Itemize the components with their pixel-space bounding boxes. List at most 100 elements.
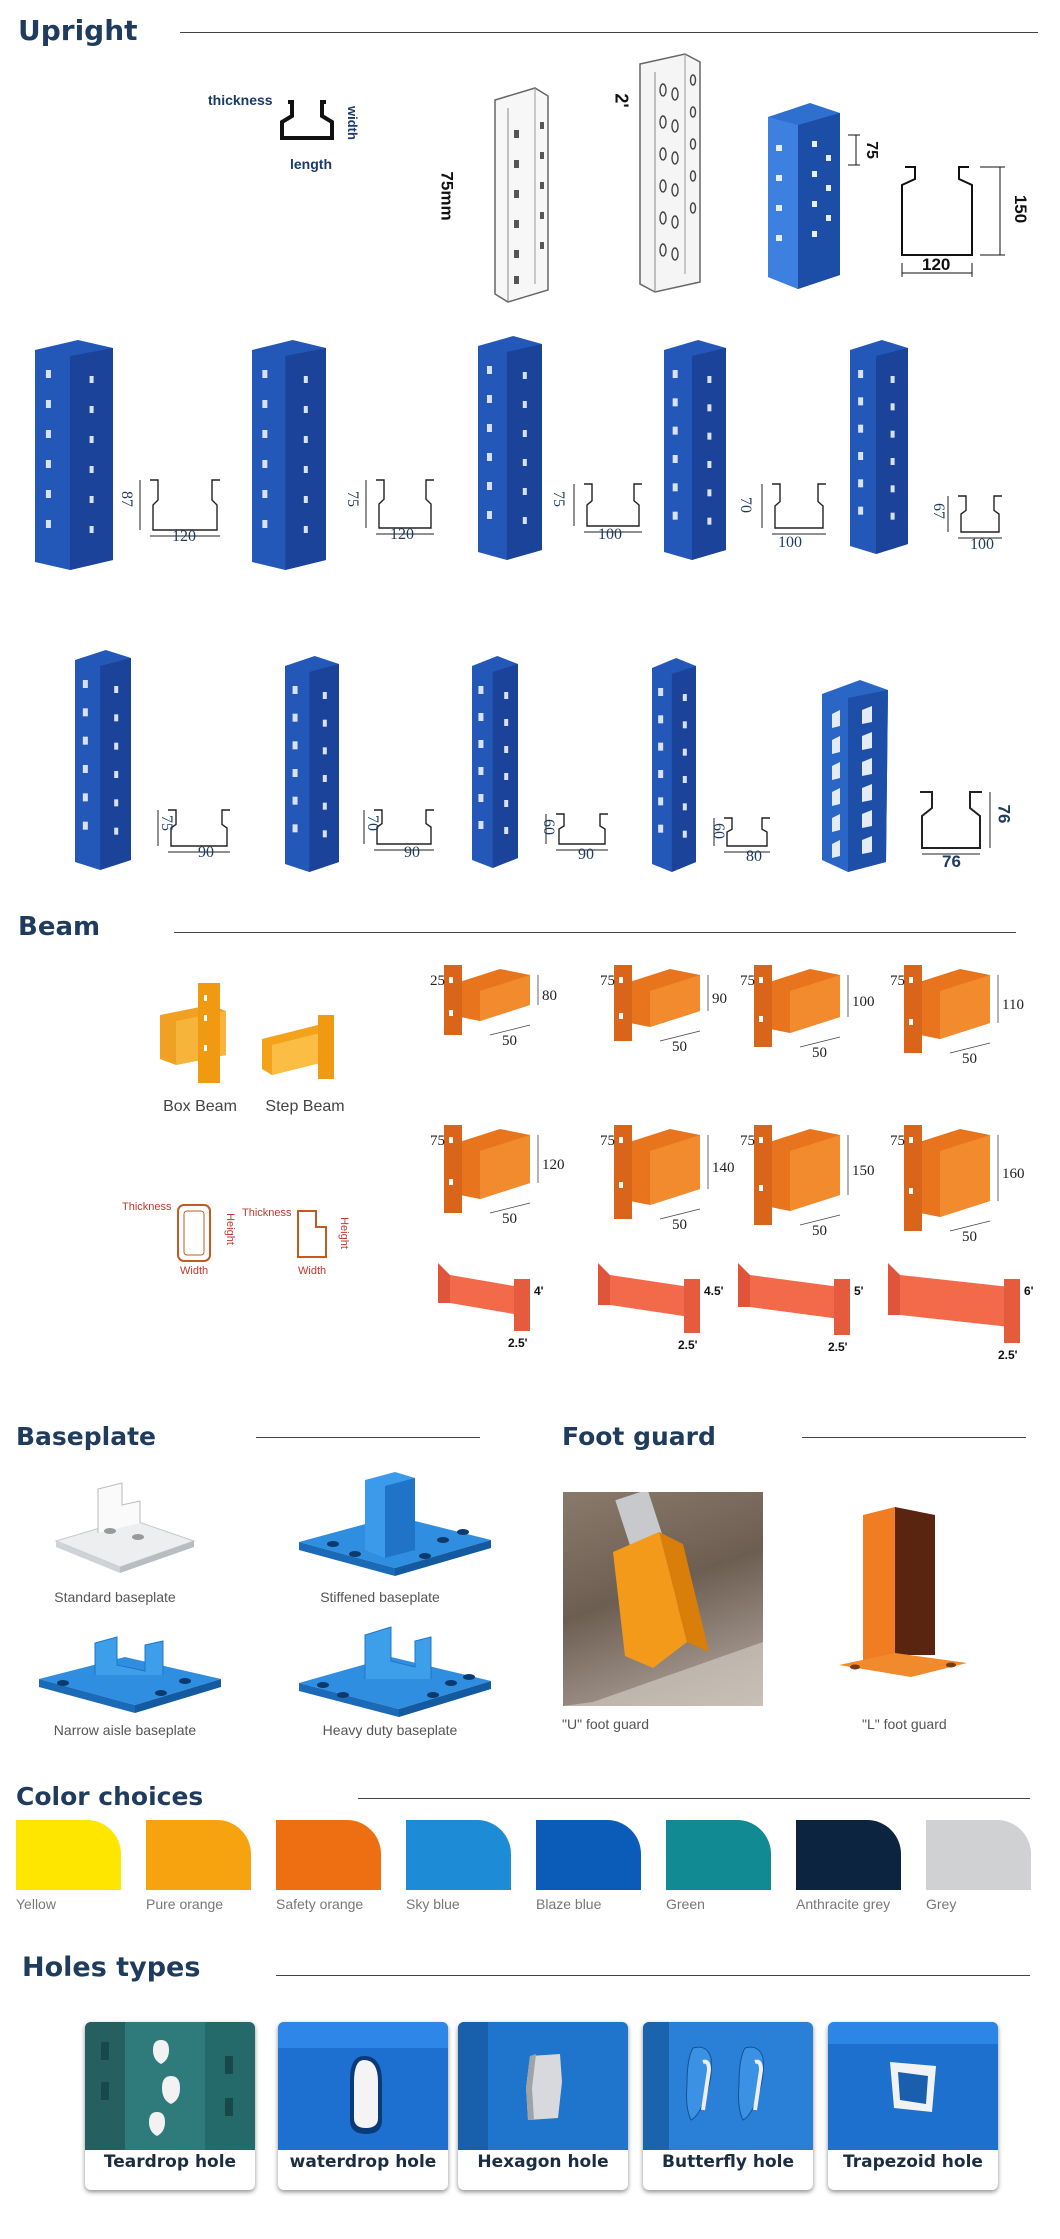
row2-profile-3 <box>713 817 770 853</box>
upright-white-75mm: 75mm <box>437 80 560 310</box>
row1-dim-w-3: 100 <box>778 534 802 551</box>
beam-row1-h-2: 100 <box>852 994 875 1010</box>
dim-side-75: 75 <box>862 141 880 159</box>
u-foot-guard-photo <box>563 1492 763 1706</box>
beam-row3-0: 4'2.5' <box>438 1263 544 1350</box>
row1-upright-3 <box>664 340 726 560</box>
row2-profile-4 <box>920 791 991 855</box>
holes-rule <box>276 1975 1030 1976</box>
hole-hexagon: Hexagon hole <box>458 2022 628 2190</box>
footguard-title: Foot guard <box>562 1422 716 1451</box>
beam-row3-2: 5' 2.5' <box>738 1263 864 1354</box>
hole-label-waterdrop: waterdrop hole <box>289 2152 437 2172</box>
upright-blue-150x120: 75 150 120 <box>760 95 1050 295</box>
row1-dim-h-3: 70 <box>737 497 754 513</box>
dim-height-150: 150 <box>1011 194 1031 224</box>
row1-profile-3 <box>761 483 826 535</box>
beam-profile-diagrams: Thickness Height Width Thickness Height … <box>120 1195 360 1285</box>
hole-label-butterfly: Butterfly hole <box>662 2152 794 2172</box>
heavy-duty-baseplate-image <box>295 1625 495 1725</box>
hole-label-hexagon: Hexagon hole <box>477 2152 609 2172</box>
row1-upright-4 <box>850 340 908 554</box>
footguard-rule <box>802 1437 1026 1438</box>
swatch-label: Sky blue <box>406 1896 460 1912</box>
swatch-label: Safety orange <box>276 1896 364 1912</box>
swatch-label: Anthracite grey <box>796 1896 891 1912</box>
beam-row3-w-3: 2.5' <box>998 1348 1018 1362</box>
beam-title: Beam <box>18 912 101 942</box>
row1-dim-w-1: 120 <box>390 526 414 543</box>
row1-dim-h-1: 75 <box>344 491 361 507</box>
swatch-yellow <box>16 1820 121 1890</box>
hole-label-trapezoid: Trapezoid hole <box>843 2152 983 2172</box>
hole-waterdrop: waterdrop hole <box>278 2022 448 2190</box>
beam-row2-w-3: 50 <box>962 1229 977 1245</box>
beam-profile-height-2: Height <box>337 1217 350 1249</box>
beam-row1-side-3: 75 <box>890 973 905 989</box>
hole-teardrop: Teardrop hole <box>85 2022 255 2190</box>
beam-variants: 8050259050751005075110507512050751405075… <box>430 965 1034 1362</box>
beam-row1-side-2: 75 <box>740 973 755 989</box>
beam-profile-width-2: Width <box>298 1265 327 1277</box>
beam-row2-h-1: 140 <box>712 1160 735 1176</box>
standard-baseplate-image <box>50 1475 200 1585</box>
row2-upright-1 <box>285 656 339 872</box>
beam-row1-2: 100 50 75 <box>740 965 875 1061</box>
beam-row1-w-2: 50 <box>812 1045 827 1061</box>
baseplate-label-standard: Standard baseplate <box>54 1589 176 1605</box>
row2-dim-h-0: 75 <box>158 815 175 831</box>
upright-row1: 87 120 75 120 75 100 70 100 67 100 <box>0 330 1060 580</box>
beam-row1-w-0: 50 <box>502 1033 517 1049</box>
swatch-label: Yellow <box>16 1896 56 1912</box>
row2-upright-2 <box>472 656 518 868</box>
row2-upright-0 <box>75 650 131 870</box>
beam-row1-h-1: 90 <box>712 991 727 1007</box>
swatch-label: Grey <box>926 1896 957 1912</box>
beam-row3-h-0: 4' <box>534 1284 544 1298</box>
upright-white-2in: 2' <box>600 50 730 300</box>
beam-row3-w-2: 2.5' <box>828 1340 848 1354</box>
row1-dim-h-4: 67 <box>930 503 947 519</box>
row1-profile-1 <box>365 479 434 535</box>
swatch-blaze-blue <box>536 1820 641 1890</box>
swatch-label: Pure orange <box>146 1896 224 1912</box>
row2-dim-w-1: 90 <box>404 844 420 861</box>
row1-upright-1 <box>252 340 326 570</box>
row2-upright-3 <box>652 658 696 872</box>
beam-row3-h-1: 4.5' <box>704 1284 724 1298</box>
profile-thickness-label: thickness <box>208 92 273 108</box>
beam-row2-w-0: 50 <box>502 1211 517 1227</box>
colors-title: Color choices <box>16 1782 204 1811</box>
beam-row2-side-2: 75 <box>740 1133 755 1149</box>
l-foot-guard-image <box>835 1505 975 1685</box>
swatch-safety-orange <box>276 1820 381 1890</box>
row1-dim-h-2: 75 <box>550 491 567 507</box>
beam-row1-w-1: 50 <box>672 1039 687 1055</box>
swatch-label: Green <box>666 1896 705 1912</box>
row1-profile-2 <box>573 483 642 533</box>
beam-row3-h-2: 5' <box>854 1284 864 1298</box>
swatch-pure-orange <box>146 1820 251 1890</box>
row2-dim-w-3: 80 <box>746 848 762 865</box>
beam-row2-h-3: 160 <box>1002 1166 1025 1182</box>
baseplate-label-heavy-duty: Heavy duty baseplate <box>322 1722 458 1738</box>
footguard-label-u: "U" foot guard <box>562 1716 649 1732</box>
beam-profile-thickness-1: Thickness <box>122 1201 172 1213</box>
swatch-sky-blue <box>406 1820 511 1890</box>
row2-dim-w-0: 90 <box>198 844 214 861</box>
row1-dim-h-0: 87 <box>118 491 135 507</box>
beam-rule <box>174 932 1016 933</box>
beam-row2-side-0: 75 <box>430 1133 445 1149</box>
beam-row2-w-2: 50 <box>812 1223 827 1239</box>
swatch-green <box>666 1820 771 1890</box>
row1-upright-2 <box>478 336 542 560</box>
row1-dim-w-0: 120 <box>172 528 196 545</box>
upright-height-75mm-label: 75mm <box>437 171 457 221</box>
row2-profile-0 <box>157 809 230 853</box>
